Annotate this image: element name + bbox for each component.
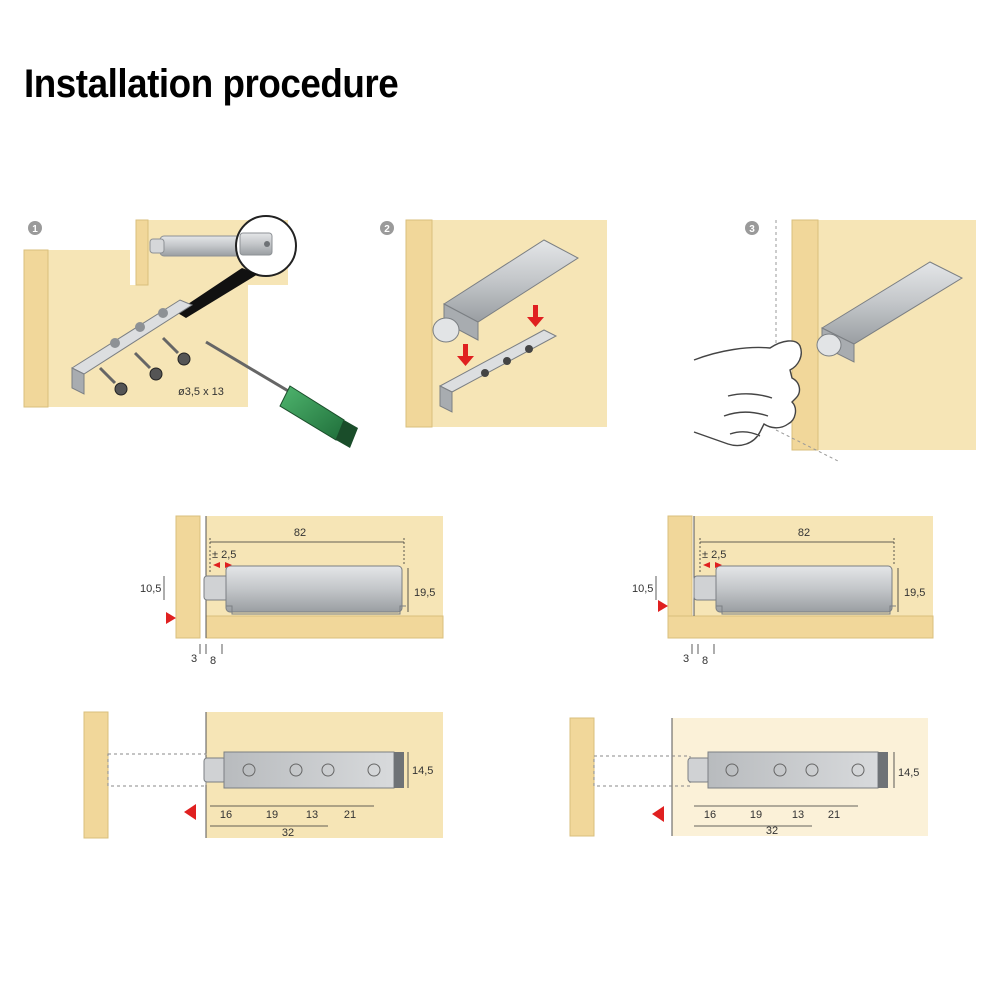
side-view-1-offset-a: 3 [191, 653, 197, 665]
step-1-cabinet-side [23, 249, 49, 408]
top-view-1-height: 14,5 [412, 765, 433, 777]
step-3-latch-plunger [816, 333, 842, 357]
side-view-2: 82 ± 2,5 19,5 10,5 3 8 [632, 515, 934, 667]
step-1-plate-edge [71, 367, 85, 395]
tolerance-arrow-icon [715, 562, 722, 568]
screw-icon [133, 351, 163, 381]
step-2-badge [380, 221, 394, 235]
side-view-1-latch [225, 565, 403, 613]
top-view-1-d2: 19 [266, 809, 278, 821]
side-view-2-plate [716, 605, 896, 615]
latch-screw-4 [851, 763, 865, 777]
magnifier-pointer [176, 268, 258, 318]
plate-hole-3 [158, 308, 168, 318]
tolerance-arrow-icon [703, 562, 710, 568]
step-2-panel: 2 [380, 219, 607, 428]
down-arrow-icon [527, 305, 544, 327]
top-view-1-door [83, 711, 109, 839]
latch-screw-4 [367, 763, 381, 777]
side-view-2-length: 82 [798, 527, 810, 539]
top-view-2-total: 32 [766, 825, 778, 837]
side-view-1-tolerance: ± 2,5 [212, 549, 236, 561]
latch-screw-1 [242, 763, 256, 777]
plate-screw-3 [525, 345, 533, 353]
top-view-2-d1: 16 [704, 809, 716, 821]
plate-hole-1 [110, 338, 120, 348]
latch-screw-3 [321, 763, 335, 777]
step-2-latch-plunger [432, 317, 460, 343]
side-view-1-height-left: 10,5 [140, 583, 161, 595]
step-1-panel: 1 ø3,5 x 13 [23, 215, 358, 448]
step-1-badge [28, 221, 42, 235]
step-2-number: 2 [384, 224, 390, 235]
step-3-number: 3 [749, 224, 755, 235]
down-arrow-icon [457, 344, 474, 366]
top-view-2-door [569, 717, 595, 837]
marker-arrow-icon [658, 600, 668, 612]
tolerance-arrow-icon [225, 562, 232, 568]
top-view-1-latch-cap [394, 752, 404, 788]
top-view-1-open-outline [107, 753, 207, 787]
page-title: Installation procedure [24, 62, 399, 106]
tolerance-arrow-icon [213, 562, 220, 568]
top-view-2-d3: 13 [792, 809, 804, 821]
top-view-1-d3: 13 [306, 809, 318, 821]
side-view-2-tolerance: ± 2,5 [702, 549, 726, 561]
plate-hole-2 [135, 322, 145, 332]
magnifier-latch-end [239, 232, 273, 256]
step-2-plate-edge [439, 385, 453, 413]
side-view-2-height-right: 19,5 [904, 587, 925, 599]
screw-icon [98, 366, 128, 396]
step-3-door [791, 219, 819, 451]
top-view-1-total: 32 [282, 827, 294, 839]
top-view-2-d4: 21 [828, 809, 840, 821]
magnifier-screw-hole [264, 241, 270, 247]
step-2-cabinet-side [405, 219, 433, 428]
step-1-latch-plunger [149, 238, 165, 254]
marker-arrow-icon [184, 804, 196, 820]
side-view-1-shelf [205, 615, 444, 639]
latch-screw-1 [725, 763, 739, 777]
step-1-number: 1 [32, 224, 38, 235]
side-view-1-height-right: 19,5 [414, 587, 435, 599]
step-1-detail-side [135, 219, 149, 286]
side-view-1-offset-b: 8 [210, 655, 216, 667]
side-view-1-plate [226, 605, 406, 615]
screw-size-label: ø3,5 x 13 [178, 386, 224, 398]
latch-screw-3 [805, 763, 819, 777]
side-view-1-length: 82 [294, 527, 306, 539]
top-view-2-d2: 19 [750, 809, 762, 821]
top-view-1-d4: 21 [344, 809, 356, 821]
top-view-1: 14,5 16 19 13 21 32 [83, 711, 443, 839]
top-view-2-latch [707, 751, 879, 789]
step-3-panel: 3 [693, 219, 976, 463]
top-view-1-plunger [203, 757, 227, 783]
top-view-2: 14,5 16 19 13 21 32 [569, 717, 928, 837]
latch-screw-2 [773, 763, 787, 777]
top-view-2-height: 14,5 [898, 767, 919, 779]
screwdriver-icon [205, 340, 358, 448]
side-view-2-offset-b: 8 [702, 655, 708, 667]
side-view-2-shelf [667, 615, 934, 639]
latch-screw-2 [289, 763, 303, 777]
step-3-badge [745, 221, 759, 235]
marker-arrow-icon [166, 612, 176, 624]
top-view-2-plunger [687, 757, 711, 783]
side-view-1-door [175, 515, 201, 639]
side-view-1: 82 ± 2,5 19,5 10,5 3 8 [140, 515, 444, 667]
step-2-latch-face [443, 303, 479, 341]
side-view-2-latch [715, 565, 893, 613]
plate-screw-1 [481, 369, 489, 377]
top-view-1-latch [223, 751, 395, 789]
top-view-2-latch-cap [878, 752, 888, 788]
screw-icon [161, 336, 191, 366]
hand-icon [693, 340, 802, 447]
marker-arrow-icon [652, 806, 664, 822]
plate-screw-2 [503, 357, 511, 365]
top-view-1-d1: 16 [220, 809, 232, 821]
side-view-2-height-left: 10,5 [632, 583, 653, 595]
side-view-2-offset-a: 3 [683, 653, 689, 665]
